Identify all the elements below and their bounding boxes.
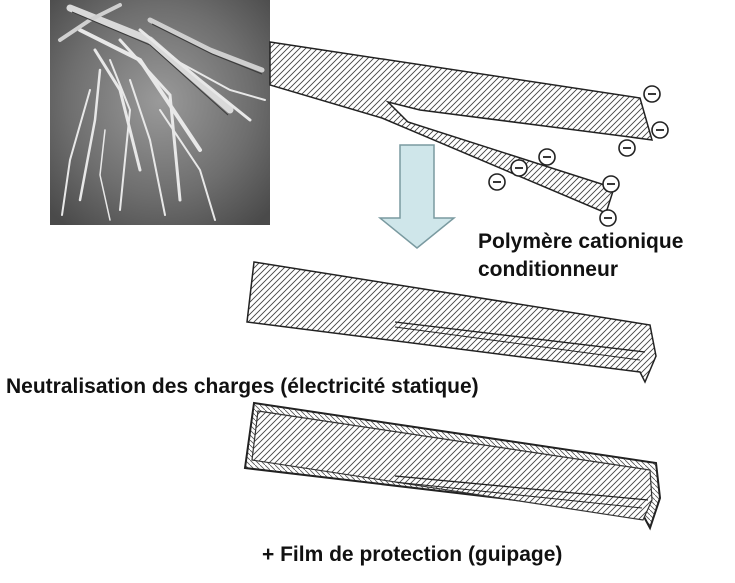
polymer-label-line2: conditionneur: [478, 258, 618, 281]
split-hair-photo: [50, 0, 270, 225]
down-arrow: [377, 144, 457, 249]
film-label: + Film de protection (guipage): [262, 543, 563, 566]
neutralized-hair-shaft: [246, 261, 657, 384]
negative-charges: [488, 85, 669, 227]
protected-hair-shaft: [243, 401, 662, 531]
charge-signs: [493, 93, 664, 219]
polymer-label: Polymère cationique conditionneur: [478, 228, 683, 284]
damaged-hair-shaft: [269, 41, 654, 215]
polymer-label-line1: Polymère cationique: [478, 230, 684, 253]
neutralisation-label: Neutralisation des charges (électricité …: [6, 375, 479, 398]
